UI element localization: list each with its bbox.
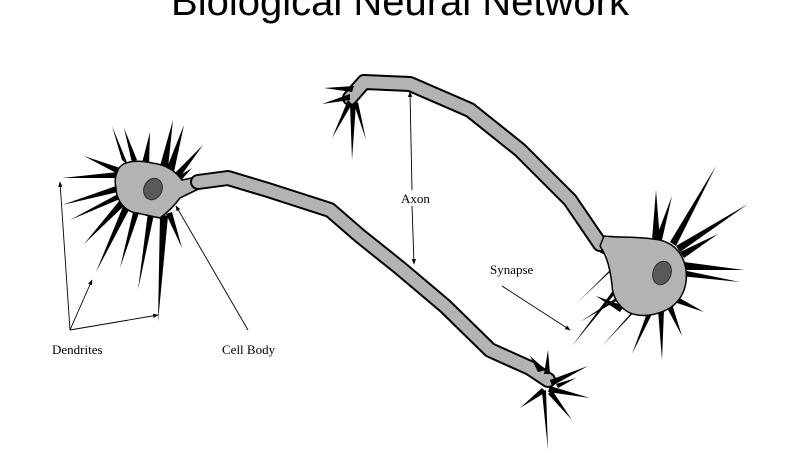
axon-pointer-up: [407, 91, 413, 191]
slide-title: Biological Neural Network: [171, 0, 629, 24]
label-dendrites: Dendrites: [52, 342, 103, 357]
axon-pointer-down: [411, 205, 416, 265]
label-axon: Axon: [401, 191, 430, 206]
dendrites-pointer-2: [69, 279, 93, 331]
dendrites-pointer-1: [58, 181, 71, 331]
left-neuron-dendrites: [62, 120, 203, 322]
label-cell-body: Cell Body: [222, 342, 276, 357]
cell-body-pointer: [175, 205, 249, 331]
label-synapse: Synapse: [490, 262, 534, 277]
dendrites-pointer-3: [69, 313, 159, 331]
synapse-pointer: [501, 285, 571, 331]
right-nucleus: [652, 260, 672, 286]
right-neuron-dendrites: [572, 166, 748, 360]
lower-axon: [190, 170, 556, 388]
right-cell-body: [599, 235, 688, 317]
left-nucleus: [143, 177, 163, 201]
label-pointers: [58, 91, 571, 331]
axon-terminal: [520, 350, 590, 450]
upper-axon: [342, 74, 608, 252]
upper-terminal: [322, 86, 366, 160]
